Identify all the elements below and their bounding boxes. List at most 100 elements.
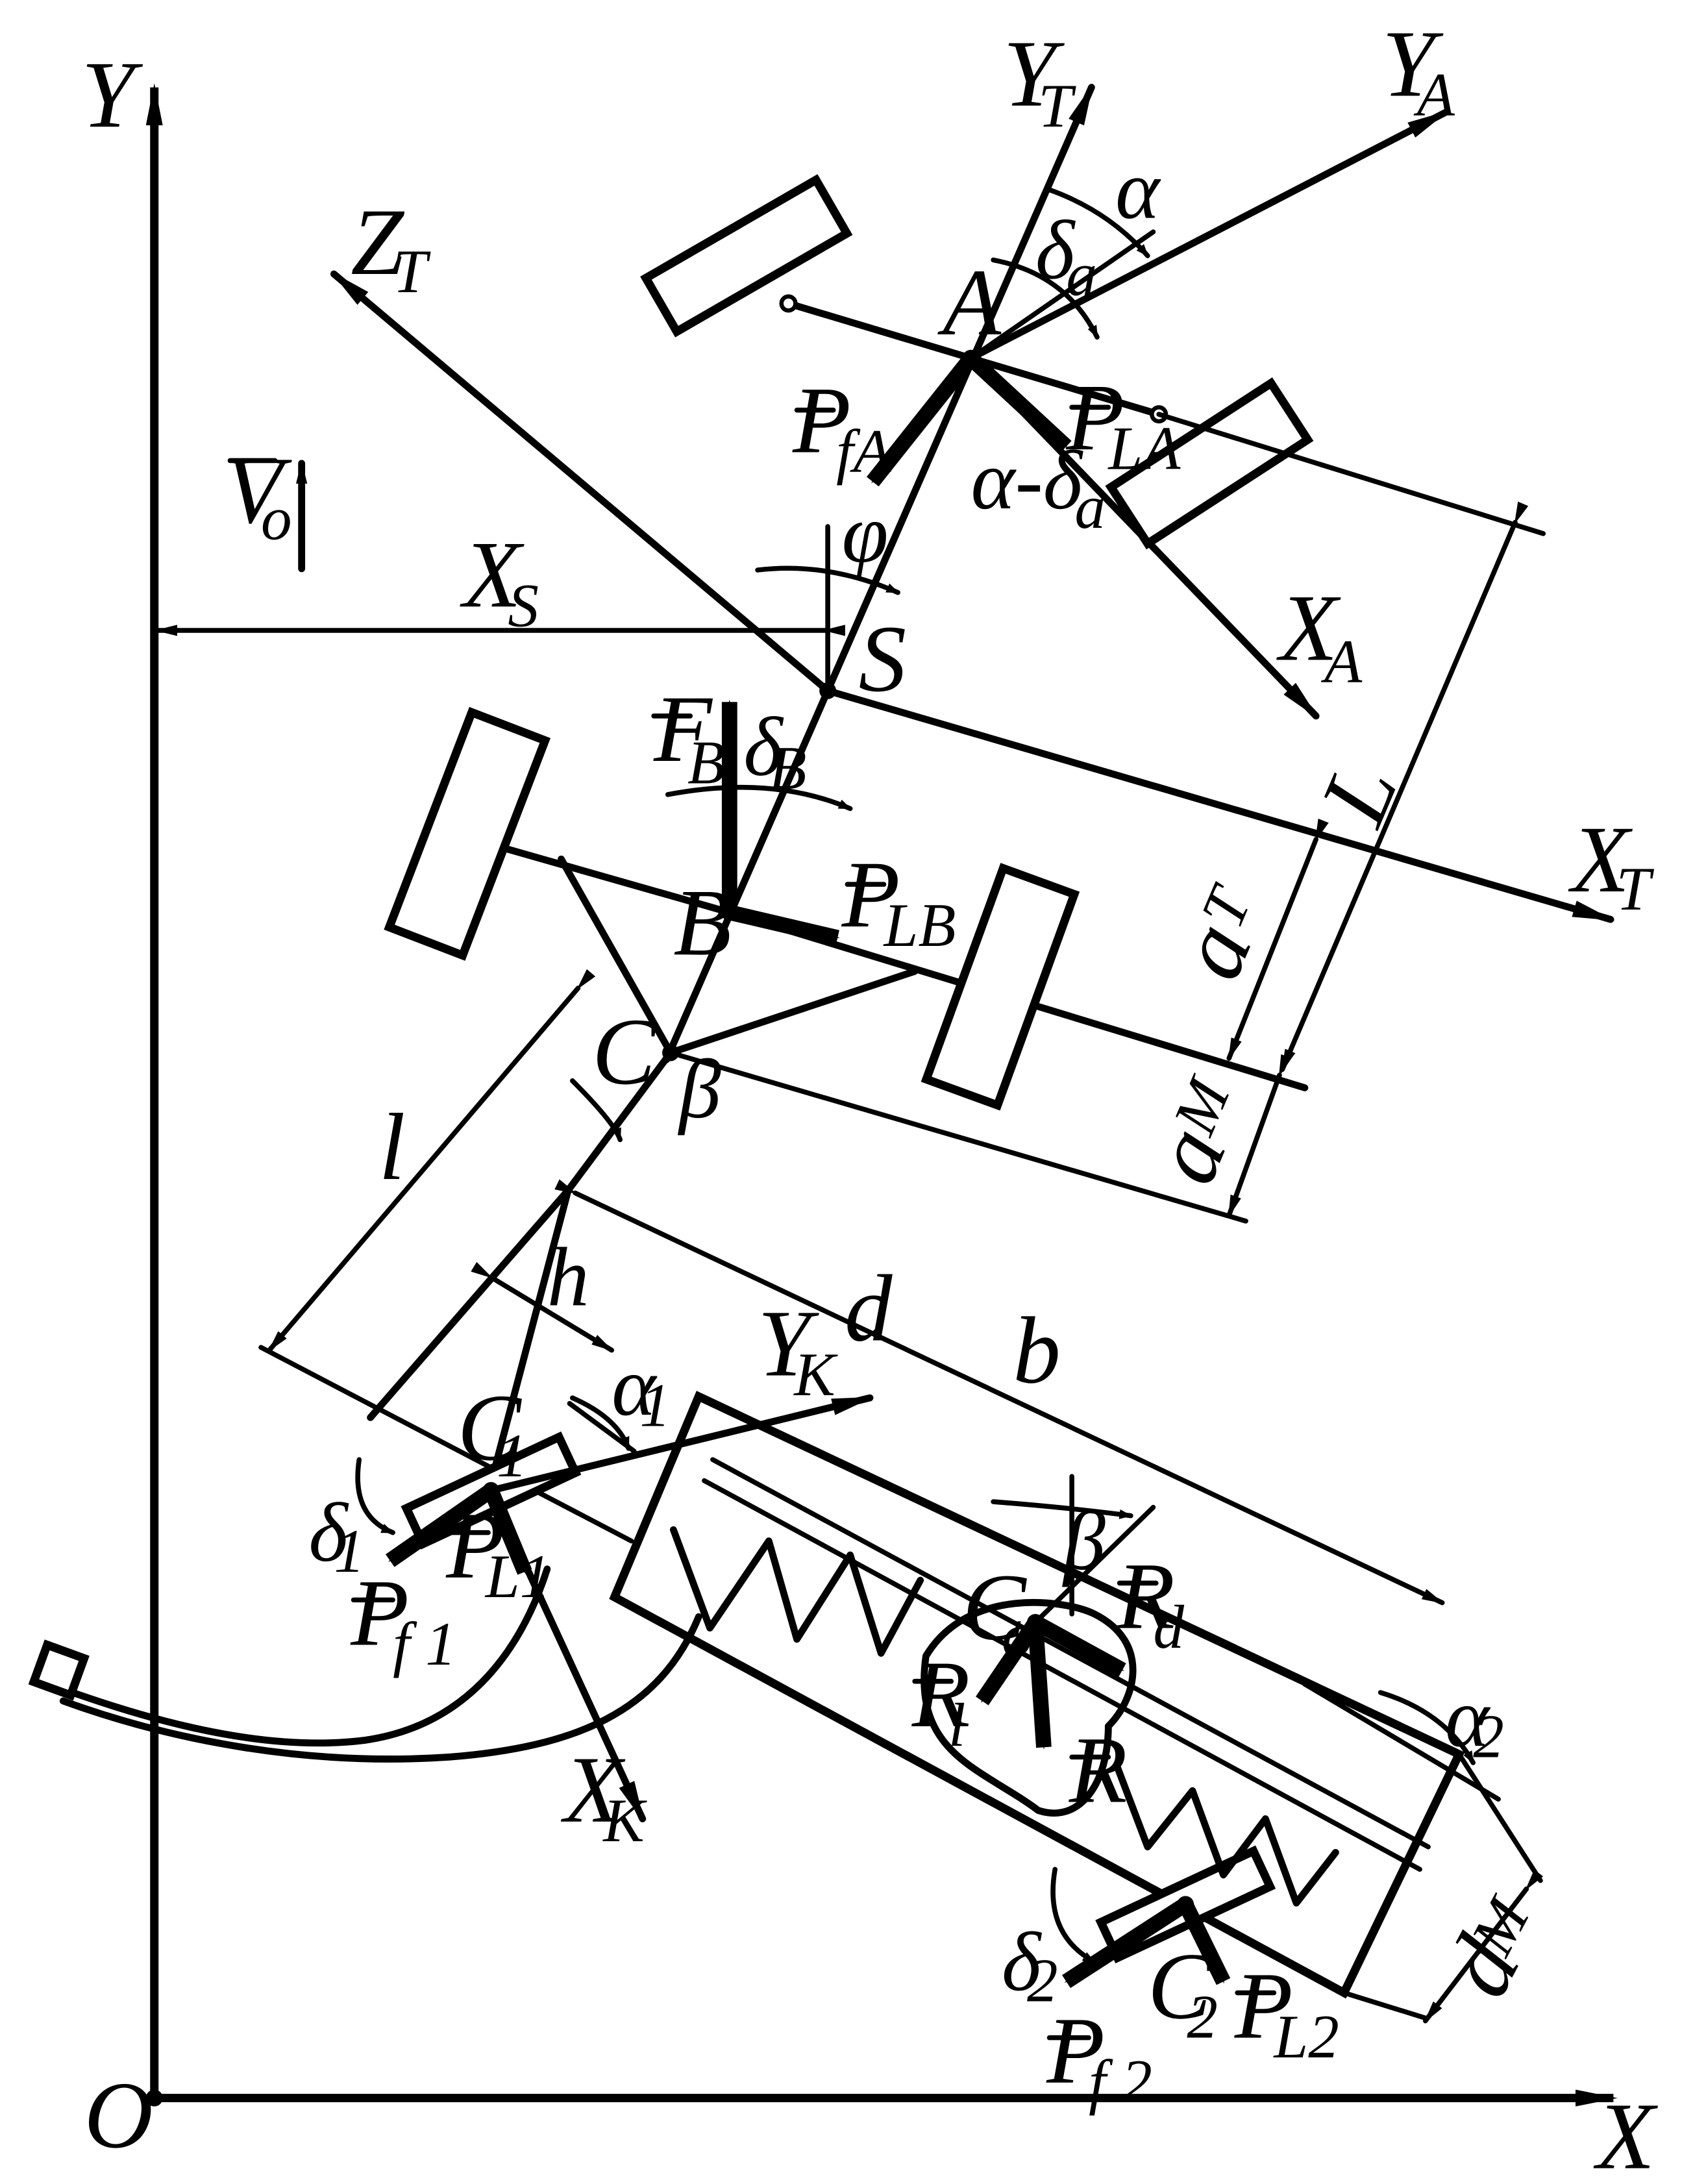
point-c2 (1177, 1896, 1194, 1913)
front-axle (640, 174, 1546, 550)
c2-label: C (1148, 1933, 1213, 2039)
delta2-sub: 2 (1027, 1946, 1058, 2015)
rear-axle (384, 682, 1309, 1111)
delta1-sub: 1 (334, 1517, 365, 1585)
pl2-label: P (1234, 1953, 1293, 2059)
pf2-sub: f 2 (1089, 2047, 1152, 2116)
rl-force-arrow (975, 1618, 1042, 1706)
alpha-minus-delta-a-sub: a (1074, 473, 1106, 541)
h-label: h (547, 1231, 589, 1324)
alpha1-sub: 1 (640, 1371, 671, 1439)
small-l-dimension (267, 969, 596, 1353)
front-right-wheel (1105, 377, 1314, 550)
delta-a-label: δ (1035, 204, 1076, 297)
dm-dimension (1422, 1869, 1544, 2024)
origin-label: O (84, 2062, 153, 2168)
shaft-bottom (702, 1478, 1422, 1872)
pl2-force-arrow (1178, 1901, 1231, 1985)
xt-sub: T (1616, 854, 1655, 923)
ya-label: Y (1382, 11, 1444, 117)
pf1-sub: f 1 (393, 1609, 456, 1678)
rear-left-wheel (384, 706, 551, 961)
yt-label: Y (1003, 21, 1065, 127)
pfa-sub: fA (836, 417, 891, 486)
y-axis-label: Y (81, 42, 143, 147)
moldboard-curve-bottom (59, 1613, 702, 1763)
pl1-label: P (445, 1493, 504, 1598)
beta-mid-label: β (1061, 1495, 1106, 1588)
pf1-label: P (350, 1560, 409, 1666)
d-label: d (845, 1256, 893, 1361)
center-cutout (921, 1598, 1137, 1817)
rd-force-arrow (1032, 1615, 1126, 1677)
alpha1-arc (569, 1395, 631, 1451)
co-sub: o (1002, 1601, 1033, 1670)
yk-axis (488, 1394, 874, 1495)
fb-label: F (653, 676, 713, 782)
pf2-label: P (1046, 1998, 1105, 2103)
ya-sub: A (1413, 60, 1455, 129)
pfa-force-arrow (866, 353, 977, 487)
point-co (1026, 1613, 1044, 1631)
dm-bottom-extension (1341, 1990, 1428, 2021)
point-b-label: B (673, 869, 732, 975)
phi-label: φ (842, 487, 889, 580)
point-c-label: C (592, 999, 657, 1104)
co-label: C (963, 1554, 1028, 1660)
zt-label: Z (351, 189, 404, 295)
xs-sub: S (508, 571, 539, 639)
delta2-label: δ (1002, 1915, 1042, 2009)
yt-sub: T (1038, 71, 1076, 140)
delta-b-sub: B (769, 734, 806, 802)
delta2-arc (1050, 1867, 1097, 1965)
pf1-force-arrow (386, 1484, 496, 1567)
point-b (721, 904, 738, 921)
alpha2-label: α (1445, 1671, 1491, 1765)
b-label: b (1013, 1297, 1060, 1403)
yk-label: Y (758, 1291, 819, 1396)
pla-label: P (1066, 364, 1125, 470)
rear-right-wheel (921, 863, 1080, 1111)
beta-mid-side (1033, 1504, 1156, 1625)
zt-sub: T (393, 237, 431, 306)
alpha2-reference (1302, 1681, 1501, 1802)
point-s (819, 682, 837, 699)
implement-body (28, 1391, 1465, 1999)
delta-a-reference-line (968, 229, 1156, 361)
beta-top-label: β (677, 1043, 721, 1136)
global-axes (145, 83, 1618, 2107)
point-a (962, 349, 980, 367)
beta-top-arc (569, 1078, 623, 1143)
xt-axis (824, 687, 1615, 923)
pf2-force-arrow (1062, 1898, 1190, 1989)
ya-axis (967, 109, 1449, 362)
beta-mid-arc (991, 1499, 1133, 1519)
xk-sub: K (602, 1786, 647, 1855)
moldboard-tip (28, 1639, 90, 1701)
alpha1-label: α (612, 1340, 658, 1433)
spring-left (669, 1526, 924, 1657)
rl-label: R (911, 1641, 970, 1747)
moldboard-curve-top (45, 1565, 551, 1747)
xt-label: X (1568, 806, 1633, 912)
alpha2-sub: 2 (1473, 1702, 1504, 1770)
alpha2-arc (1378, 1690, 1476, 1765)
front-left-kingpin (779, 294, 798, 313)
alpha-minus-delta-a-label: α-δ (971, 434, 1083, 527)
delta-b-label: δ (743, 701, 784, 794)
dm-top-extension (1456, 1752, 1543, 1883)
d-b-dimension (554, 1179, 1445, 1606)
delta-a-sub: a (1067, 240, 1098, 308)
shaft-top (710, 1457, 1431, 1850)
plb-label: P (841, 841, 900, 947)
plb-force-arrow (728, 904, 840, 945)
rd-label: R (1116, 1543, 1175, 1649)
zt-axis (330, 270, 832, 695)
r-label: R (1069, 1717, 1128, 1823)
pl2-sub: L2 (1272, 2002, 1339, 2071)
pla-force-arrow (965, 352, 1072, 453)
alpha-label: α (1115, 143, 1161, 237)
point-a-label: A (937, 249, 1002, 355)
hitch-left-link (558, 855, 674, 1056)
